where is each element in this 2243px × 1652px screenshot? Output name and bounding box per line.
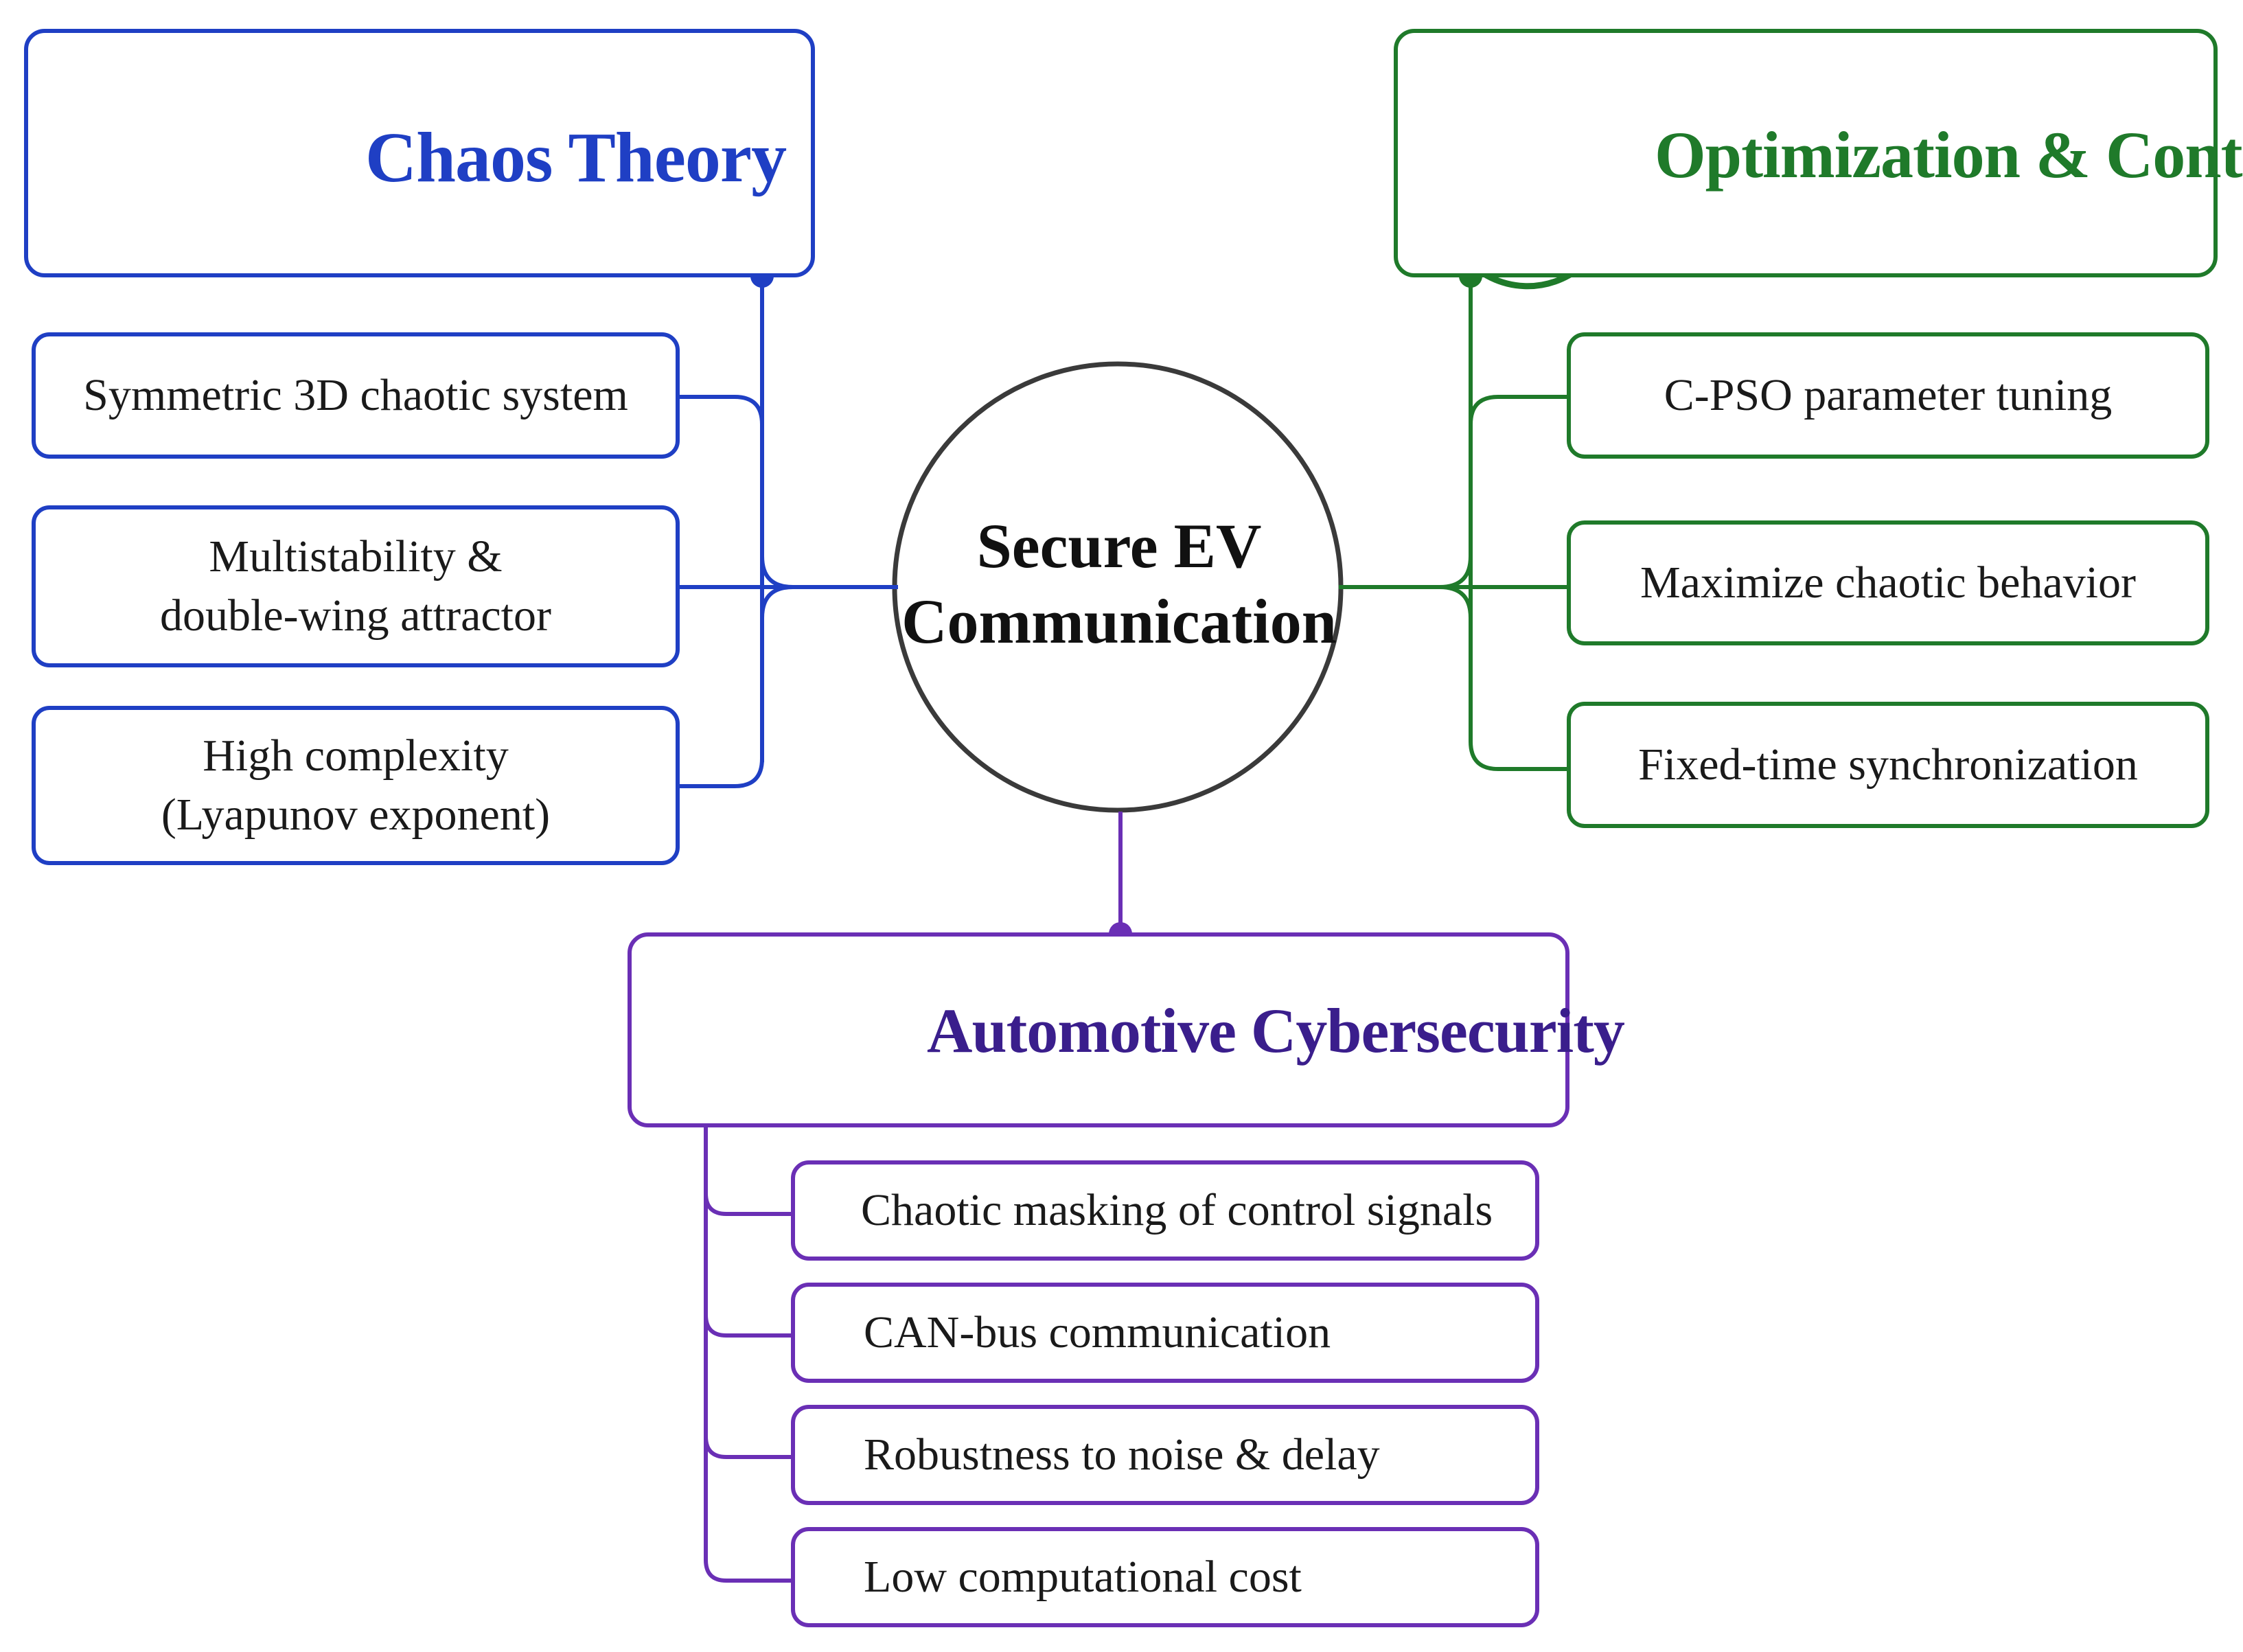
chaos-item-3-line2: (Lyapunov exponent) bbox=[161, 790, 551, 840]
chaos-item-3-line1: High complexity bbox=[203, 731, 509, 781]
cyber-item-4: Low computational cost bbox=[791, 1527, 1539, 1627]
optimization-item-3: Fixed-time synchronization bbox=[1567, 702, 2209, 828]
center-title-line1: Secure EV bbox=[976, 510, 1262, 581]
cybersecurity-header bbox=[628, 932, 1569, 1127]
chaos-theory-header bbox=[24, 29, 815, 277]
optimization-item-1-text: C-PSO parameter tuning bbox=[1664, 370, 2113, 421]
cybersecurity-title: Automotive Cybersecurity bbox=[927, 996, 1625, 1066]
chaos-item-2: Multistability & double-wing attractor bbox=[32, 505, 680, 667]
cyber-item-4-text: Low computational cost bbox=[864, 1552, 1302, 1603]
cyber-item-2: CAN-bus communication bbox=[791, 1283, 1539, 1383]
cyber-item-1: Chaotic masking of control signals bbox=[791, 1160, 1539, 1261]
cyber-item-3-text: Robustness to noise & delay bbox=[864, 1430, 1380, 1480]
cyber-connectors bbox=[704, 812, 1123, 1583]
optimization-item-3-text: Fixed-time synchronization bbox=[1638, 739, 2138, 790]
chaos-item-3: High complexity (Lyapunov exponent) bbox=[32, 706, 680, 865]
center-title-line2: Communication bbox=[901, 586, 1337, 656]
optimization-connectors bbox=[1339, 278, 1567, 771]
optimization-item-2-text: Maximize chaotic behavior bbox=[1640, 558, 2137, 608]
cyber-item-2-text: CAN-bus communication bbox=[864, 1307, 1331, 1358]
cyber-item-3: Robustness to noise & delay bbox=[791, 1405, 1539, 1505]
optimization-item-1: C-PSO parameter tuning bbox=[1567, 332, 2209, 459]
chaos-connectors bbox=[680, 278, 898, 788]
chaos-item-2-line2: double-wing attractor bbox=[160, 590, 551, 641]
optimization-header bbox=[1394, 29, 2218, 277]
chaos-item-2-line1: Multistability & bbox=[209, 531, 503, 582]
chaos-item-1: Symmetric 3D chaotic system bbox=[32, 332, 680, 459]
optimization-item-2: Maximize chaotic behavior bbox=[1567, 520, 2209, 645]
center-node: Secure EV Communication bbox=[899, 357, 1339, 810]
optimization-title: Optimization & Control bbox=[1655, 118, 2243, 192]
chaos-item-1-text: Symmetric 3D chaotic system bbox=[83, 370, 628, 421]
chaos-theory-title: Chaos Theory bbox=[365, 118, 787, 197]
cyber-item-1-text: Chaotic masking of control signals bbox=[861, 1185, 1493, 1236]
